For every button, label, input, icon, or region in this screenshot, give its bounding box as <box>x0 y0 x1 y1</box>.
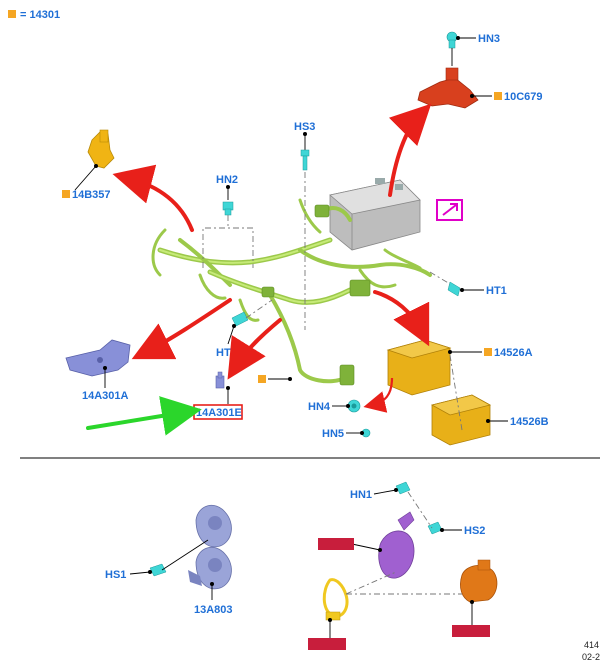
label-14526a: 14526A <box>494 347 533 359</box>
marker-14b357 <box>62 190 70 198</box>
relay-10c679 <box>417 67 479 109</box>
hn2-fastener <box>222 201 234 216</box>
component-indicator <box>436 199 463 221</box>
battery <box>329 178 421 251</box>
hs1-bolt <box>149 563 167 577</box>
label-hn5: HN5 <box>322 428 344 440</box>
footer-date: 02-2 <box>582 652 600 662</box>
label-hn2: HN2 <box>216 174 238 186</box>
label-hn3: HN3 <box>478 33 500 45</box>
horn-13a803 <box>188 504 232 590</box>
label-ht2: HT2 <box>216 347 237 359</box>
label-hs1: HS1 <box>105 569 126 581</box>
marker-harness-14301 <box>258 375 266 383</box>
label-10c679: 10C679 <box>504 91 543 103</box>
red-arrows <box>112 103 432 380</box>
label-hn1: HN1 <box>350 489 372 501</box>
bracket-14a301a <box>65 339 131 377</box>
legend-swatch <box>8 10 16 18</box>
label-hn4: HN4 <box>308 401 331 413</box>
label-14a301e: 14A301E <box>196 407 242 419</box>
harness-connectors <box>261 204 371 386</box>
redacted-label-1 <box>318 538 354 550</box>
ht1-fastener <box>447 281 461 297</box>
label-14a301a: 14A301A <box>82 390 129 402</box>
label-14b357: 14B357 <box>72 189 111 201</box>
hs2-fastener <box>427 521 443 535</box>
part-purple <box>378 511 415 579</box>
module-14526b <box>430 394 492 446</box>
hn1-fastener <box>395 481 411 495</box>
part-yellow-loop <box>322 578 349 621</box>
arrow-to-14a301a <box>131 298 232 360</box>
marker-10c679 <box>494 92 502 100</box>
redacted-label-2 <box>308 638 346 650</box>
hs3-stud <box>300 149 310 171</box>
wiring-harness <box>151 198 432 384</box>
dash-lines-top <box>202 172 306 330</box>
arrow-to-14a301e <box>227 318 282 380</box>
hn4-fastener <box>347 399 361 413</box>
marker-14526a <box>484 348 492 356</box>
module-14526a <box>386 339 452 396</box>
footer-code: 414 <box>584 640 599 650</box>
bracket-14b357 <box>87 129 115 169</box>
ht2-fastener <box>231 311 249 327</box>
arrow-to-hn4 <box>363 377 394 413</box>
dash-lines-bottom <box>345 571 462 595</box>
hn3-fastener <box>446 31 458 49</box>
green-arrow <box>86 396 202 436</box>
redacted-label-3 <box>452 625 490 637</box>
label-hs2: HS2 <box>464 525 485 537</box>
arrow-to-10c679 <box>388 103 432 197</box>
label-14526b: 14526B <box>510 416 549 428</box>
part-14a301e <box>215 371 225 389</box>
label-13a803: 13A803 <box>194 604 233 616</box>
label-hs3: HS3 <box>294 121 315 133</box>
arrow-to-14526a <box>373 290 430 347</box>
arrow-to-14b357 <box>112 164 194 232</box>
part-orange <box>460 559 498 603</box>
label-ht1: HT1 <box>486 285 507 297</box>
legend-text: = 14301 <box>20 9 60 21</box>
legend: = 14301 <box>8 9 60 21</box>
